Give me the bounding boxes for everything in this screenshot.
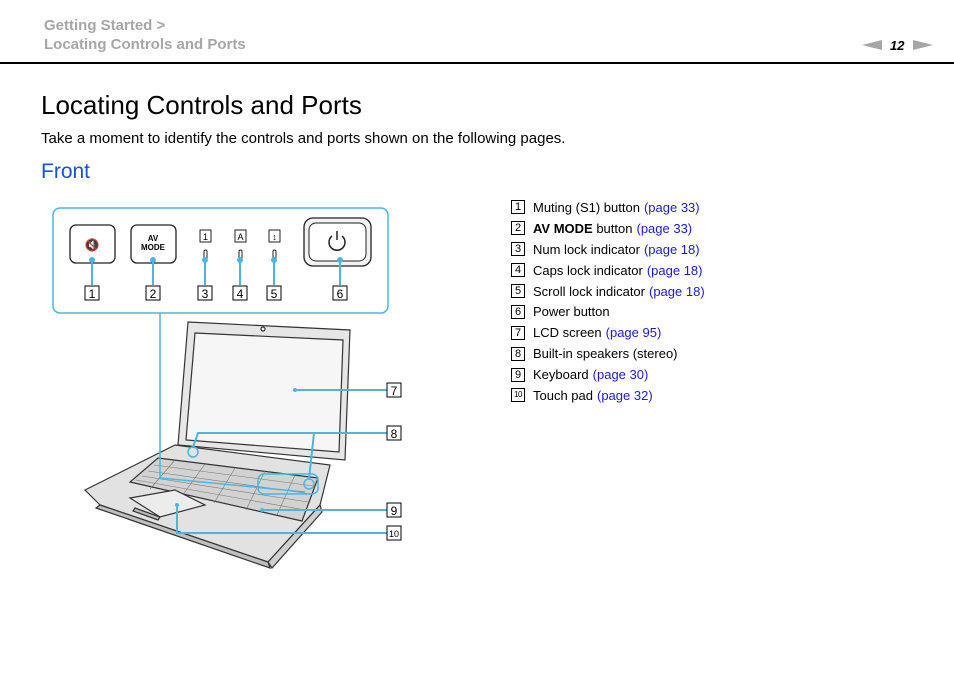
page-link[interactable]: (page 18) <box>649 283 705 299</box>
item-number: 6 <box>511 304 525 319</box>
av-mode-label-top: AV <box>148 234 159 243</box>
breadcrumb-current: Locating Controls and Ports <box>44 36 246 53</box>
page-number: 12 <box>890 38 905 53</box>
intro-text: Take a moment to identify the controls a… <box>41 130 566 147</box>
svg-text:↕: ↕ <box>272 232 277 242</box>
item-number: 9 <box>511 367 525 382</box>
svg-text:7: 7 <box>391 384 398 398</box>
item-number: 5 <box>511 284 525 298</box>
num-lock-icon: 1 <box>199 229 212 260</box>
power-icon <box>328 235 346 251</box>
breadcrumb-parent[interactable]: Getting Started > <box>44 17 166 34</box>
svg-text:4: 4 <box>237 287 244 301</box>
svg-text:10: 10 <box>389 529 399 539</box>
item-number: 10 <box>511 388 525 403</box>
item-number: 1 <box>511 200 525 215</box>
svg-text:3: 3 <box>202 287 209 301</box>
mute-icon: 🔇 <box>85 238 100 252</box>
page-link[interactable]: (page 33) <box>636 220 693 236</box>
previous-page-icon[interactable] <box>862 37 882 53</box>
svg-text:6: 6 <box>337 287 344 301</box>
av-mode-label-bottom: MODE <box>141 243 166 252</box>
item-number: 3 <box>511 242 525 257</box>
scroll-lock-icon: ↕ <box>268 229 281 260</box>
page-link[interactable]: (page 32) <box>597 387 653 403</box>
control-panel-callout <box>52 207 389 314</box>
page-link[interactable]: (page 30) <box>592 367 649 383</box>
section-heading: Front <box>41 160 91 183</box>
caps-lock-icon: A <box>234 229 247 260</box>
item-number: 4 <box>511 263 525 278</box>
svg-text:1: 1 <box>89 287 96 301</box>
header-divider <box>0 62 954 64</box>
page-link[interactable]: (page 33) <box>643 199 700 215</box>
item-number: 2 <box>511 221 525 236</box>
page-link[interactable]: (page 18) <box>646 262 703 278</box>
svg-text:A: A <box>237 232 243 242</box>
svg-text:8: 8 <box>391 427 398 441</box>
svg-text:9: 9 <box>391 504 398 518</box>
svg-text:5: 5 <box>271 287 278 301</box>
svg-text:1: 1 <box>203 232 208 242</box>
page-link[interactable]: (page 95) <box>605 325 662 341</box>
svg-text:2: 2 <box>150 287 157 301</box>
page-title: Locating Controls and Ports <box>41 90 362 120</box>
item-number: 8 <box>511 346 525 361</box>
item-number: 7 <box>511 325 525 340</box>
laptop-illustration <box>83 321 351 569</box>
next-page-icon[interactable] <box>913 37 933 53</box>
page-link[interactable]: (page 18) <box>643 241 700 257</box>
